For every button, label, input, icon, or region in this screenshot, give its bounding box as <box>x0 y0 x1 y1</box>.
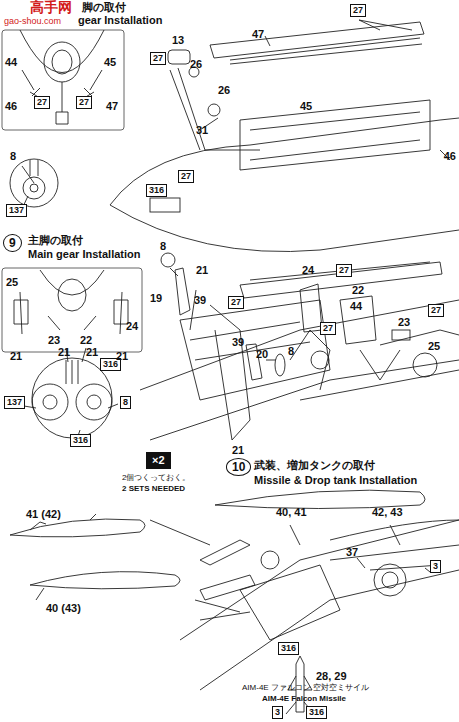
color-code-box: 137 <box>4 396 25 409</box>
node-text: 27 <box>339 265 349 275</box>
callout-number: 47 <box>252 28 264 40</box>
callout-number: 武装、増加タンクの取付 <box>254 459 375 471</box>
callout-number: 23 <box>398 316 410 328</box>
color-code-box: 27 <box>350 4 366 17</box>
callout-number: 24 <box>126 320 138 332</box>
callout-number: 8 <box>10 150 16 162</box>
color-code-box: 27 <box>178 170 194 183</box>
callout-number: 22 <box>80 334 92 346</box>
color-code-box: 316 <box>146 184 167 197</box>
node-text: 3 <box>433 561 438 571</box>
node-text: 316 <box>149 185 164 195</box>
callout-number: 44 <box>5 56 17 68</box>
callout-number: 45 <box>104 56 116 68</box>
color-code-box: 27 <box>228 296 244 309</box>
node-text: 316 <box>73 435 88 445</box>
node-text: 137 <box>9 205 24 215</box>
node-text: 27 <box>231 297 241 307</box>
callout-number: 46 <box>5 100 17 112</box>
callout-number: 8 <box>288 345 294 357</box>
callout-number: 47 <box>106 100 118 112</box>
callout-number: 主脚の取付 <box>28 234 83 246</box>
quantity-box: ×2 <box>146 452 171 469</box>
callout-number: gear Installation <box>78 14 162 26</box>
callout-number: 45 <box>300 100 312 112</box>
color-code-box: 316 <box>306 706 327 719</box>
node-text: 27 <box>181 171 191 181</box>
node-text: 27 <box>431 305 441 315</box>
node-text: 27 <box>153 53 163 63</box>
watermark: 高手网 <box>30 0 72 15</box>
watermark: gao-shou.com <box>4 17 61 27</box>
color-code-box: 27 <box>320 322 336 335</box>
callout-number: 19 <box>150 292 162 304</box>
node-text: 137 <box>7 397 22 407</box>
callout-number: 21 <box>116 350 128 362</box>
node-text: 10 <box>232 460 245 474</box>
callout-number: 25 <box>6 276 18 288</box>
callout-number: 21 <box>58 346 70 358</box>
callout-number: 24 <box>302 264 314 276</box>
callout-number: 23 <box>48 334 60 346</box>
node-text: 3 <box>275 707 280 717</box>
callout-number: 44 <box>350 300 362 312</box>
node-text: 27 <box>323 323 333 333</box>
callout-number: 42, 43 <box>372 506 403 518</box>
callout-number: 40 (43) <box>46 602 81 614</box>
node-text: 316 <box>103 359 118 369</box>
callout-number: 21 <box>232 444 244 456</box>
callout-number: AIM-4E ファルコン 空対空ミサイル <box>242 684 369 693</box>
callout-number: 37 <box>346 546 358 558</box>
callout-number: 21 <box>86 346 98 358</box>
callout-number: 41 (42) <box>26 508 61 520</box>
color-code-box: 27 <box>428 304 444 317</box>
node-text: 316 <box>281 643 296 653</box>
callout-number: 31 <box>196 124 208 136</box>
color-code-box: 27 <box>336 264 352 277</box>
callout-number: Missile & Drop tank Installation <box>254 474 417 486</box>
node-text: 9 <box>9 236 16 250</box>
callout-number: 26 <box>190 58 202 70</box>
color-code-box: 3 <box>430 560 441 573</box>
callout-number: 22 <box>352 284 364 296</box>
callout-number: 26 <box>218 84 230 96</box>
callout-number: 39 <box>194 294 206 306</box>
node-text: ×2 <box>152 454 165 466</box>
color-code-box: 316 <box>70 434 91 447</box>
callout-number: 20 <box>256 348 268 360</box>
callout-number: 脚の取付 <box>82 1 126 13</box>
node-text: 316 <box>309 707 324 717</box>
node-text: 27 <box>79 97 89 107</box>
color-code-box: 316 <box>278 642 299 655</box>
callout-number: 25 <box>428 340 440 352</box>
callout-number: 46 <box>444 150 456 162</box>
color-code-box: 8 <box>120 396 131 409</box>
step-number: 9 <box>3 234 22 252</box>
color-code-box: 27 <box>34 96 50 109</box>
callout-number: Main gear Installation <box>28 248 140 260</box>
color-code-box: 27 <box>76 96 92 109</box>
color-code-box: 137 <box>6 204 27 217</box>
step-number: 10 <box>226 458 251 476</box>
callout-number: AIM-4E Falcon Missile <box>262 695 346 704</box>
color-code-box: 3 <box>272 706 283 719</box>
callout-number: 2 SETS NEEDED <box>122 485 185 494</box>
node-text: 8 <box>123 397 128 407</box>
callout-number: 21 <box>196 264 208 276</box>
callout-number: 28, 29 <box>316 670 347 682</box>
node-text: 27 <box>37 97 47 107</box>
callout-number: 39 <box>232 336 244 348</box>
callout-number: 2個つくっておく。 <box>122 474 190 483</box>
callout-number: 21 <box>10 350 22 362</box>
color-code-box: 27 <box>150 52 166 65</box>
callout-number: 13 <box>172 34 184 46</box>
callout-number: 40, 41 <box>276 506 307 518</box>
node-text: 27 <box>353 5 363 15</box>
callout-number: 8 <box>160 240 166 252</box>
